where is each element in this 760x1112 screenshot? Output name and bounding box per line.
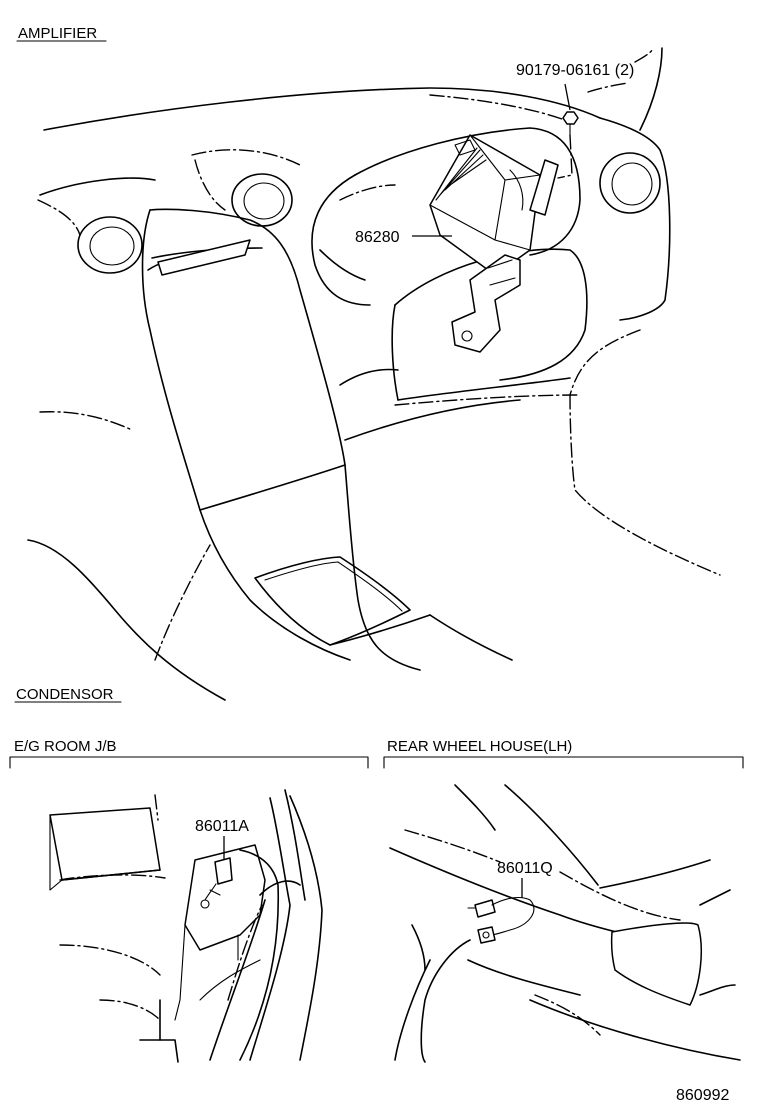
left-air-vent <box>77 216 143 274</box>
condensor-a-icon <box>200 857 233 909</box>
condensor-q-part-number: 86011Q <box>497 860 553 877</box>
junction-block <box>49 807 161 881</box>
amplifier-section: AMPLIFIER <box>16 25 721 701</box>
tail-lamp <box>610 922 702 1006</box>
amplifier-unit <box>429 134 559 353</box>
dash-top-edge <box>43 87 601 131</box>
rear-wheel-house-title: REAR WHEEL HOUSE(LH) <box>387 738 572 755</box>
condensor-section: CONDENSOR E/G ROOM J/B <box>9 686 744 1063</box>
amplifier-part-number: 86280 <box>355 229 400 246</box>
console-tray <box>254 556 411 646</box>
illustration-number: 860992 <box>676 1087 729 1104</box>
glove-box-opening <box>354 127 581 256</box>
amplifier-bracket <box>451 254 521 353</box>
glove-box-lid <box>394 248 588 381</box>
dashboard-illustration <box>27 47 721 701</box>
eg-room-jb-bracket <box>9 756 369 769</box>
condensor-section-title: CONDENSOR <box>16 686 114 703</box>
bolt-icon <box>557 111 579 179</box>
bolt-leader-line <box>564 83 571 111</box>
rear-wheel-house-subsection: REAR WHEEL HOUSE(LH) <box>383 738 744 1063</box>
condensor-q-icon <box>467 896 535 944</box>
rear-wheel-arch <box>420 939 471 1063</box>
eg-room-jb-subsection: E/G ROOM J/B <box>9 738 369 1063</box>
condensor-a-part-number: 86011A <box>195 818 249 835</box>
rear-wheel-house-bracket <box>383 756 744 769</box>
jb-bracket-panel <box>184 844 266 951</box>
eg-room-jb-title: E/G ROOM J/B <box>14 738 117 755</box>
amplifier-section-title: AMPLIFIER <box>18 25 97 42</box>
right-air-vent <box>599 152 661 214</box>
bolt-part-number: 90179-06161 (2) <box>516 62 634 79</box>
center-console <box>149 208 421 671</box>
